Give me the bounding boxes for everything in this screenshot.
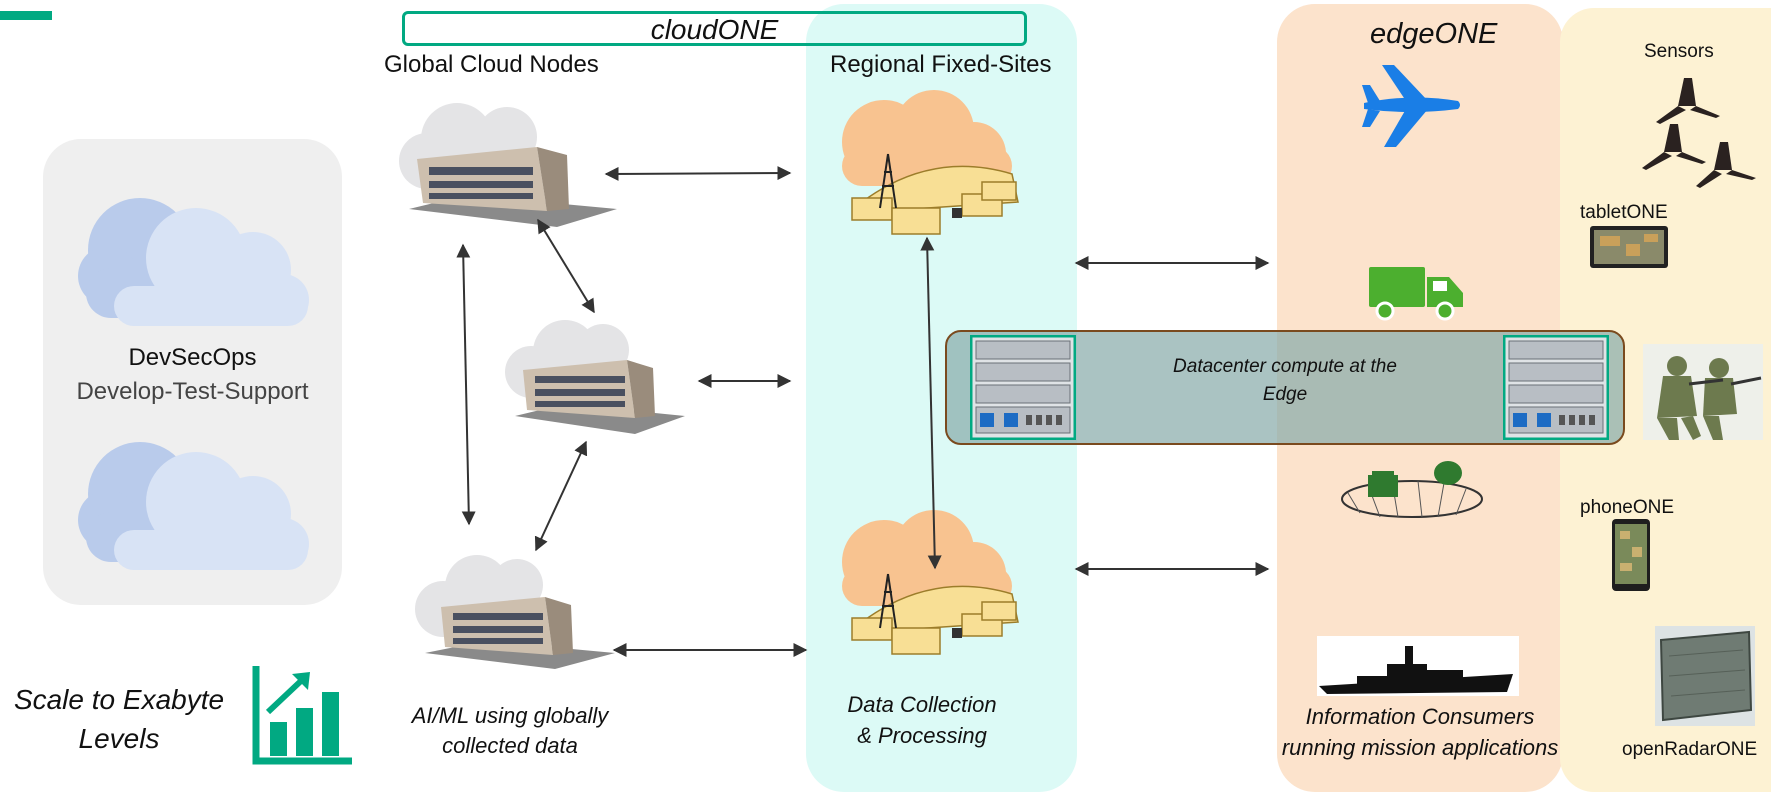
- devsecops-subtitle: Develop-Test-Support: [76, 378, 309, 405]
- cloud-one-title: cloudONE: [650, 14, 779, 45]
- cloud-icon: [78, 198, 309, 326]
- fixed-site-icon: [842, 90, 1019, 235]
- radar-label: openRadarONE: [1622, 739, 1758, 760]
- data-collection-line1: Data Collection: [847, 692, 997, 717]
- building-icon: [399, 103, 617, 227]
- truck-icon: [1369, 267, 1463, 321]
- global-cloud-nodes-heading: Global Cloud Nodes: [384, 51, 599, 78]
- cloud-icon: [78, 442, 309, 570]
- cloud-one-banner: [402, 11, 1027, 46]
- bar-chart-growth-icon: [252, 666, 352, 765]
- server-rack-icon: [1503, 335, 1609, 440]
- radar-icon: [1655, 626, 1755, 726]
- tablet-icon: [1590, 226, 1668, 268]
- soldiers-image: [1643, 344, 1763, 440]
- devsecops-title: DevSecOps: [128, 344, 257, 371]
- building-icon: [415, 555, 615, 669]
- fixed-site-icon: [842, 510, 1019, 655]
- server-rack-icon: [970, 335, 1076, 440]
- scale-text-line1: Scale to Exabyte: [13, 684, 225, 715]
- data-collection-line2: & Processing: [857, 723, 987, 748]
- consumers-label-line1: Information Consumers: [1305, 704, 1535, 729]
- ship-icon: [1317, 636, 1519, 696]
- satellite-dish-icon: [1341, 461, 1483, 518]
- scale-text-line2: Levels: [78, 723, 160, 754]
- aiml-label-line1: AI/ML using globally: [411, 703, 609, 728]
- sensors-label: Sensors: [1644, 41, 1714, 62]
- arrow-regional-top-to-bottom: [920, 236, 942, 570]
- airplane-icon: [1362, 65, 1460, 147]
- building-icon: [505, 320, 685, 434]
- aiml-label-line2: collected data: [442, 733, 578, 758]
- tablet-label: tabletONE: [1580, 202, 1668, 223]
- arrow-node1-to-node2: [537, 218, 595, 314]
- sensor-icon: [1642, 78, 1756, 188]
- phone-icon: [1612, 519, 1650, 591]
- arrow-node3-to-node2: [534, 440, 588, 552]
- arrow-global-to-regional-top: [604, 166, 792, 181]
- datacenter-label-line2: Edge: [1262, 384, 1308, 405]
- datacenter-label-line1: Datacenter compute at the: [1173, 356, 1397, 377]
- accent-bar: [0, 11, 52, 20]
- consumers-label-line2: running mission applications: [1281, 735, 1559, 760]
- edge-one-heading: edgeONE: [1370, 18, 1498, 50]
- regional-fixed-sites-heading: Regional Fixed-Sites: [830, 51, 1052, 78]
- arrow-node1-to-node3: [456, 243, 476, 526]
- phone-label: phoneONE: [1580, 497, 1675, 518]
